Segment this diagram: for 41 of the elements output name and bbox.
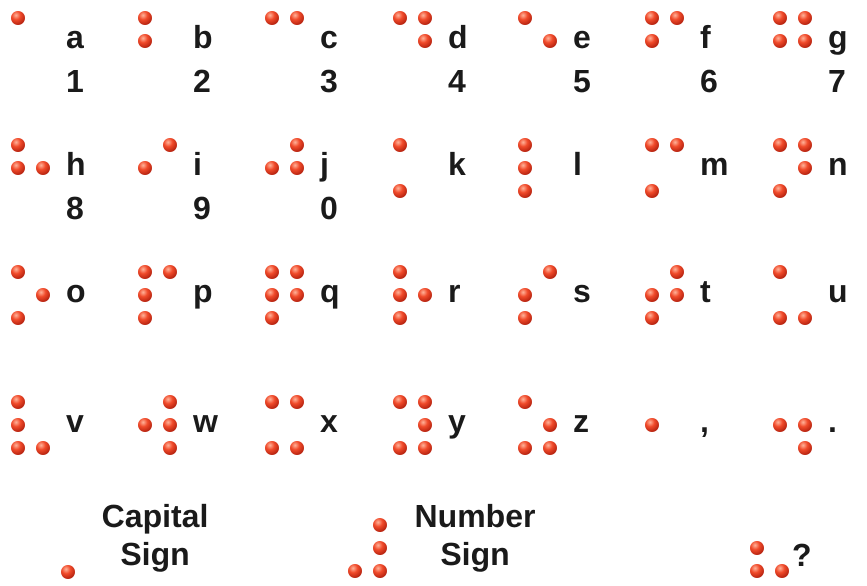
letter: v xyxy=(66,404,84,438)
digit: 3 xyxy=(320,64,338,98)
letter: w xyxy=(193,404,218,438)
letter: b xyxy=(193,20,213,54)
digit: 7 xyxy=(828,64,846,98)
letter: r xyxy=(448,274,460,308)
digit: 2 xyxy=(193,64,211,98)
letter: k xyxy=(448,147,466,181)
digit: 5 xyxy=(573,64,591,98)
letter: m xyxy=(700,147,728,181)
digit: 4 xyxy=(448,64,466,98)
punctuation-mark: ? xyxy=(792,538,812,572)
letter: i xyxy=(193,147,202,181)
letter: a xyxy=(66,20,84,54)
letter: u xyxy=(828,274,848,308)
digit: 0 xyxy=(320,191,338,225)
digit: 8 xyxy=(66,191,84,225)
digit: 1 xyxy=(66,64,84,98)
letter: o xyxy=(66,274,86,308)
letter: t xyxy=(700,274,711,308)
sign-label: Number Sign xyxy=(414,497,536,573)
letter: h xyxy=(66,147,86,181)
letter: z xyxy=(573,404,589,438)
letter: d xyxy=(448,20,468,54)
letter: p xyxy=(193,274,213,308)
punctuation-mark: , xyxy=(700,404,709,438)
letter: e xyxy=(573,20,591,54)
letter: s xyxy=(573,274,591,308)
letter: y xyxy=(448,404,466,438)
letter: n xyxy=(828,147,848,181)
letter: j xyxy=(320,147,329,181)
letter: f xyxy=(700,20,711,54)
letter: q xyxy=(320,274,340,308)
letter: l xyxy=(573,147,582,181)
punctuation-mark: . xyxy=(828,404,837,438)
digit: 6 xyxy=(700,64,718,98)
digit: 9 xyxy=(193,191,211,225)
sign-label: Capital Sign xyxy=(100,497,210,573)
letter: c xyxy=(320,20,338,54)
letter: x xyxy=(320,404,338,438)
letter: g xyxy=(828,20,848,54)
